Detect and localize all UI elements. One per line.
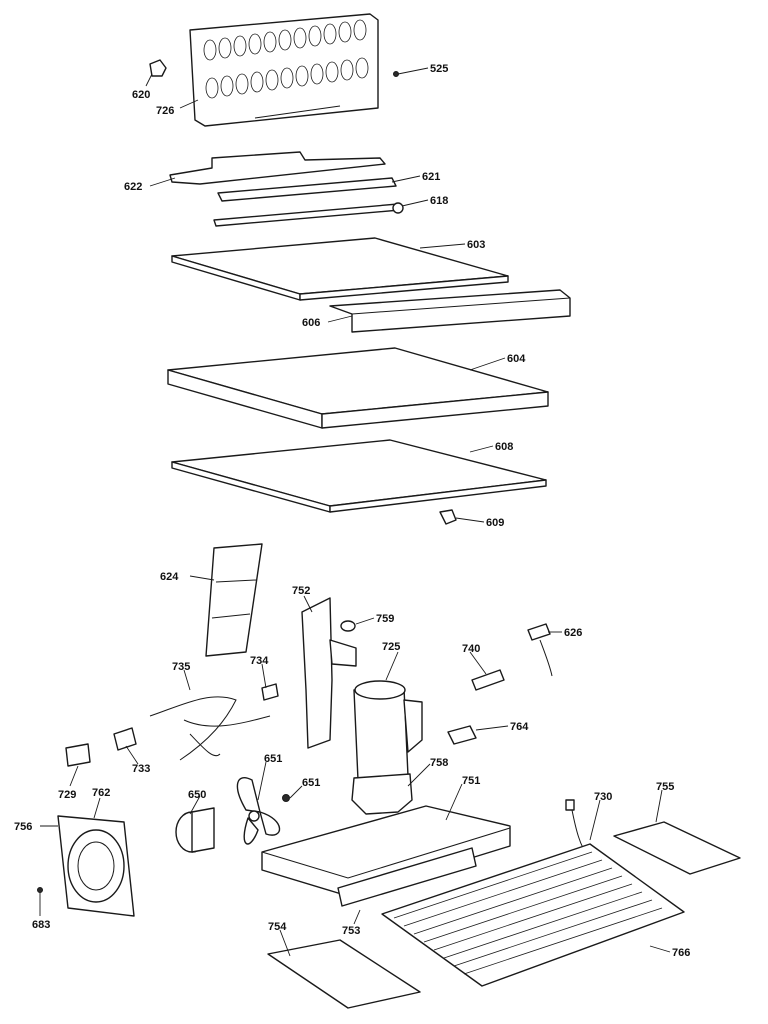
callout-624: 624 — [160, 571, 179, 583]
part-650-motor — [175, 807, 215, 853]
callout-606: 606 — [302, 317, 320, 329]
part-752-bracket — [301, 597, 357, 749]
part-604-pan — [167, 347, 549, 429]
callout-766: 766 — [672, 947, 690, 959]
callout-729: 729 — [58, 789, 76, 801]
part-762-shroud — [57, 815, 135, 917]
callout-683: 683 — [32, 919, 50, 931]
part-751-base-pan — [261, 805, 511, 897]
part-651-fan-blade — [236, 777, 281, 845]
part-729-capacitor — [65, 743, 91, 767]
callout-759: 759 — [376, 613, 394, 625]
part-754-panel — [267, 939, 421, 1009]
part-620-clip — [149, 59, 167, 77]
callout-604: 604 — [507, 353, 526, 365]
callout-608: 608 — [495, 441, 513, 453]
part-626-cord — [527, 623, 553, 677]
leader-lines — [39, 67, 671, 957]
part-734-switch — [261, 683, 279, 701]
part-621-channel — [217, 177, 397, 202]
callout-626: 626 — [564, 627, 582, 639]
part-759-grommet — [340, 620, 356, 632]
callout-753: 753 — [342, 925, 360, 937]
callout-651-blade: 651 — [264, 753, 282, 765]
callout-752: 752 — [292, 585, 310, 597]
part-764-pad — [447, 725, 477, 745]
callout-758: 758 — [430, 757, 448, 769]
part-608-cover — [171, 439, 547, 513]
callout-525: 525 — [430, 63, 448, 75]
callout-751: 751 — [462, 775, 480, 787]
callout-735: 735 — [172, 661, 190, 673]
part-603-shelf — [171, 237, 509, 301]
callout-755: 755 — [656, 781, 674, 793]
callout-618: 618 — [430, 195, 448, 207]
part-758-base — [351, 773, 413, 815]
callout-764: 764 — [510, 721, 529, 733]
part-755-panel — [613, 821, 741, 875]
callout-762: 762 — [92, 787, 110, 799]
part-725-compressor — [353, 680, 423, 781]
part-766-drain-coil — [381, 843, 685, 987]
callout-609: 609 — [486, 517, 504, 529]
part-726-coil-panel — [189, 13, 379, 127]
part-618-rod — [213, 202, 404, 227]
callout-622: 622 — [124, 181, 142, 193]
callout-734: 734 — [250, 655, 269, 667]
callout-650: 650 — [188, 789, 206, 801]
callout-603: 603 — [467, 239, 485, 251]
callout-756: 756 — [14, 821, 32, 833]
callout-651-nut: 651 — [302, 777, 320, 789]
part-735-harness — [149, 696, 271, 761]
callout-740: 740 — [462, 643, 480, 655]
part-624-duct — [205, 543, 263, 657]
part-606-trim — [329, 289, 571, 333]
part-651-nut — [282, 794, 290, 802]
part-622-shield — [169, 151, 386, 185]
callout-730: 730 — [594, 791, 612, 803]
part-683-screw — [37, 887, 43, 893]
callout-726: 726 — [156, 105, 174, 117]
callout-621: 621 — [422, 171, 440, 183]
part-740-relay — [471, 669, 505, 691]
callout-733: 733 — [132, 763, 150, 775]
callout-754: 754 — [268, 921, 287, 933]
part-753-rail — [337, 847, 477, 907]
callout-620: 620 — [132, 89, 150, 101]
part-609-clip — [439, 509, 457, 525]
callout-labels: 525 620 726 622 621 618 603 606 604 608 … — [14, 63, 690, 959]
part-525-screw — [393, 71, 399, 77]
part-733-socket — [113, 727, 137, 751]
callout-725: 725 — [382, 641, 400, 653]
